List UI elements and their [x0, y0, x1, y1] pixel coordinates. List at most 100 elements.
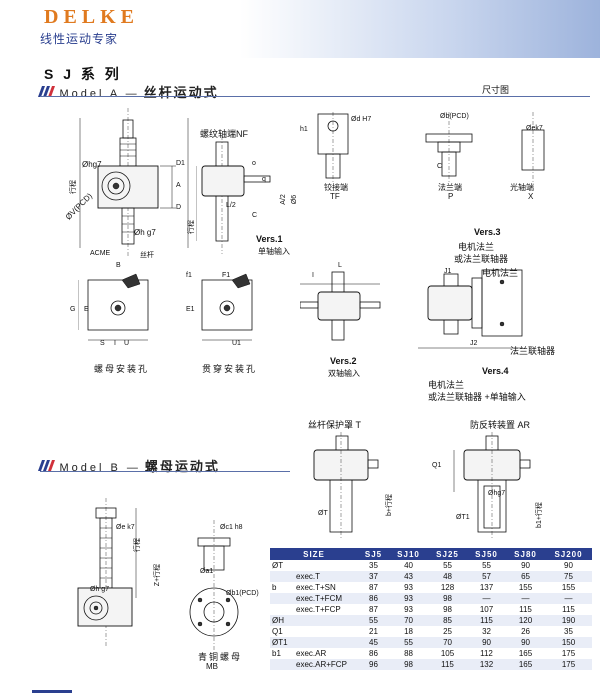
label-stroke-a: 行程 [70, 180, 77, 194]
label-acme: ACME [90, 250, 111, 257]
table-cell: 112 [480, 649, 493, 658]
table-cell: 45 [358, 637, 390, 648]
row-key [270, 604, 294, 615]
dim-f1-upper: F1 [222, 272, 231, 279]
label-vers2-desc: 双轴输入 [328, 369, 360, 378]
table-cell: 48 [428, 571, 468, 582]
label-hinge-code: TF [330, 192, 340, 201]
table-cell: 165 [506, 659, 546, 670]
row-key: ØT1 [270, 637, 294, 648]
dim-j2: J2 [470, 340, 478, 347]
table-cell: 55 [389, 637, 429, 648]
table-cell: 115 [467, 615, 507, 626]
header-band [0, 0, 600, 58]
table-cell: 115 [428, 659, 468, 670]
table-cell: 87 [369, 605, 378, 614]
row-key [270, 571, 294, 582]
model-b-name: 螺母运动式 [144, 459, 220, 474]
dim-h1: h1 [300, 126, 308, 133]
dim-e1: E1 [186, 306, 195, 313]
dim-e: E [84, 306, 89, 313]
table-cell: 70 [428, 637, 468, 648]
dim-dh7: Ød H7 [351, 116, 372, 123]
screw-cover-drawing [313, 432, 379, 538]
label-through-holes: 贯穿安装孔 [202, 364, 258, 374]
brand-slogan: 线性运动专家 [40, 32, 119, 46]
label-motor-flange: 电机法兰 [482, 268, 519, 278]
anti-rotation-drawing [453, 432, 531, 538]
table-cell: 175 [545, 659, 592, 670]
table-cell: 190 [545, 615, 592, 626]
table-cell: 57 [467, 571, 507, 582]
row-key: b1 [272, 649, 281, 658]
dim-q: q [262, 176, 266, 183]
dim-b1-stroke: b1+行程 [535, 502, 543, 528]
label-bronze-nut-code: MB [206, 662, 218, 671]
brand-logo: DELKE [44, 6, 140, 28]
flange-end-drawing [425, 112, 473, 182]
dims-label: 尺寸图 [482, 85, 510, 95]
table-cell: 155 [518, 583, 533, 592]
label-thread-end: 螺纹轴端NF [200, 129, 248, 139]
table-cell: 90 [564, 561, 573, 570]
table-cell: 155 [561, 583, 576, 592]
spec-table-header: SIZE SJ5 SJ10 SJ25 SJ50 SJ80 SJ200 [270, 548, 592, 560]
dim-q1: Q1 [432, 462, 442, 469]
col-sj25: SJ25 [428, 548, 468, 560]
label-vers1-desc: 单轴输入 [258, 247, 290, 256]
dim-t: ØT [318, 510, 328, 517]
dim-l2: L/2 [226, 202, 236, 209]
table-cell: 98 [428, 593, 468, 604]
table-cell: 90 [506, 637, 546, 648]
table-cell: 37 [358, 571, 390, 582]
table-cell: 137 [479, 583, 494, 592]
table-cell: 120 [506, 615, 546, 626]
table-cell: 25 [443, 627, 452, 636]
table-cell: 93 [389, 593, 429, 604]
table-cell: 98 [389, 659, 429, 670]
label-flange-coupling: 法兰联轴器 [510, 346, 556, 356]
model-a-front-view [79, 108, 189, 258]
vers2-drawing [300, 271, 381, 341]
row-variant [294, 637, 358, 648]
table-cell: 86 [358, 593, 390, 604]
table-cell: 55 [443, 561, 452, 570]
bronze-nut-drawing [189, 520, 239, 650]
dim-i-vers2: I [312, 272, 314, 279]
label-vers3-desc1: 电机法兰 [458, 242, 495, 252]
table-cell: 175 [561, 649, 576, 658]
dim-e-k7: Øe k7 [116, 524, 135, 531]
label-flange-end: 法兰端 [438, 183, 462, 192]
table-cell: 98 [443, 605, 452, 614]
dim-ek7: Øek7 [526, 125, 543, 132]
dim-l-vers2: L [338, 262, 342, 269]
table-cell: 105 [440, 649, 455, 658]
table-cell: 55 [358, 615, 390, 626]
dim-b-stroke: b+行程 [385, 494, 393, 516]
row-variant: exec.T+FCP [296, 605, 341, 614]
dim-c1-h8: Øc1 h8 [220, 524, 243, 531]
dim-h-g7-b: Øh g7 [90, 586, 110, 593]
dim-c-flange: C [437, 163, 443, 170]
table-cell: 93 [404, 605, 413, 614]
label-vers1: Vers.1 [256, 234, 283, 244]
table-cell: 96 [358, 659, 390, 670]
dim-f1: f1 [186, 272, 192, 279]
col-size: SIZE [270, 548, 358, 560]
table-cell: 21 [369, 627, 378, 636]
row-key: ØT [272, 561, 284, 570]
row-variant: exec.T [294, 571, 358, 582]
label-anti-rotation: 防反转装置 AR [470, 420, 531, 430]
table-cell: — [545, 593, 592, 604]
model-b-code: Model B — [59, 462, 141, 474]
col-sj10: SJ10 [389, 548, 429, 560]
table-cell: 165 [518, 649, 533, 658]
label-vers4: Vers.4 [482, 366, 509, 376]
dim-d1: D1 [176, 160, 185, 167]
